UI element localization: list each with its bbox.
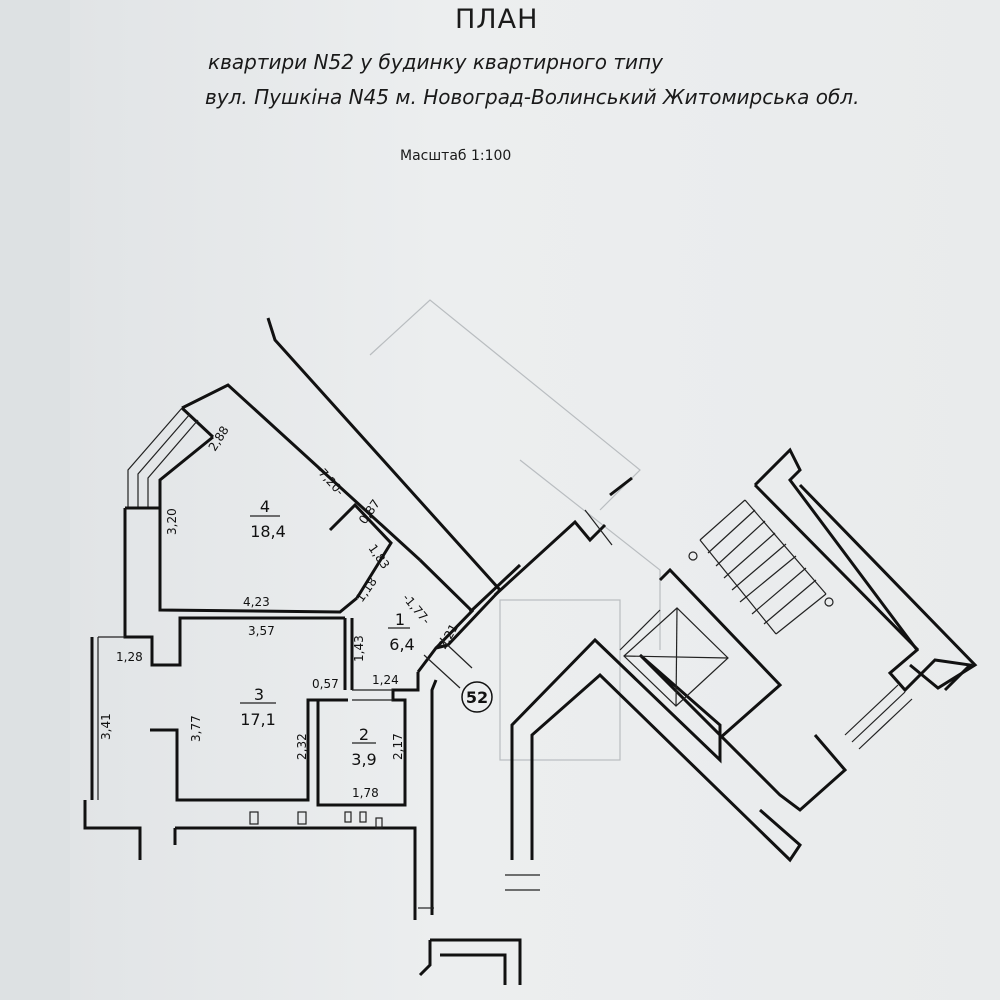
dim-2-88: 2,88 (206, 424, 232, 454)
room-3-number: 3 (254, 685, 264, 704)
dim-1-78: 1,78 (352, 786, 379, 800)
dim-2-17: 2,17 (391, 733, 405, 760)
dim-1-43: 1,43 (352, 635, 366, 662)
dim-3-20: 3,20 (165, 508, 179, 535)
dim-3-41: 3,41 (99, 713, 113, 740)
dim-3-77: 3,77 (189, 715, 203, 742)
room-2-number: 2 (359, 725, 369, 744)
room-1-number: 1 (395, 610, 405, 629)
dim-3-57: 3,57 (248, 624, 275, 638)
dim-1-28: 1,28 (116, 650, 143, 664)
plan-subtitle-address: вул. Пушкіна N45 м. Новоград-Волинський … (205, 85, 860, 109)
stairwell-block (468, 447, 978, 891)
room-4-number: 4 (260, 497, 270, 516)
dim-1-18: 1,18 (353, 575, 380, 605)
apartment-number-marker: 52 (461, 681, 493, 713)
plan-subtitle-apartment: квартири N52 у будинку квартирного типу (208, 50, 663, 74)
room-3-area: 17,1 (240, 710, 276, 729)
room-1-area: 6,4 (389, 635, 414, 654)
room-2-area: 3,9 (351, 750, 376, 769)
plan-title: ПЛАН (455, 4, 539, 35)
room-labels: 4 18,4 1 6,4 3 17,1 2 3,9 (240, 497, 415, 769)
dim-7-20: -7,20- (313, 463, 347, 499)
apartment-number: 52 (466, 688, 488, 707)
dim-1-24: 1,24 (372, 673, 399, 687)
room-4-area: 18,4 (250, 522, 286, 541)
dim-4-23: 4,23 (243, 595, 270, 609)
apartment-walls (83, 317, 522, 985)
dim-0-57: 0,57 (312, 677, 339, 691)
stair-treads (688, 499, 834, 635)
plan-sheet (70, 0, 1000, 1000)
plan-scale: Масштаб 1:100 (400, 148, 512, 164)
dim-2-32: 2,32 (295, 733, 309, 760)
